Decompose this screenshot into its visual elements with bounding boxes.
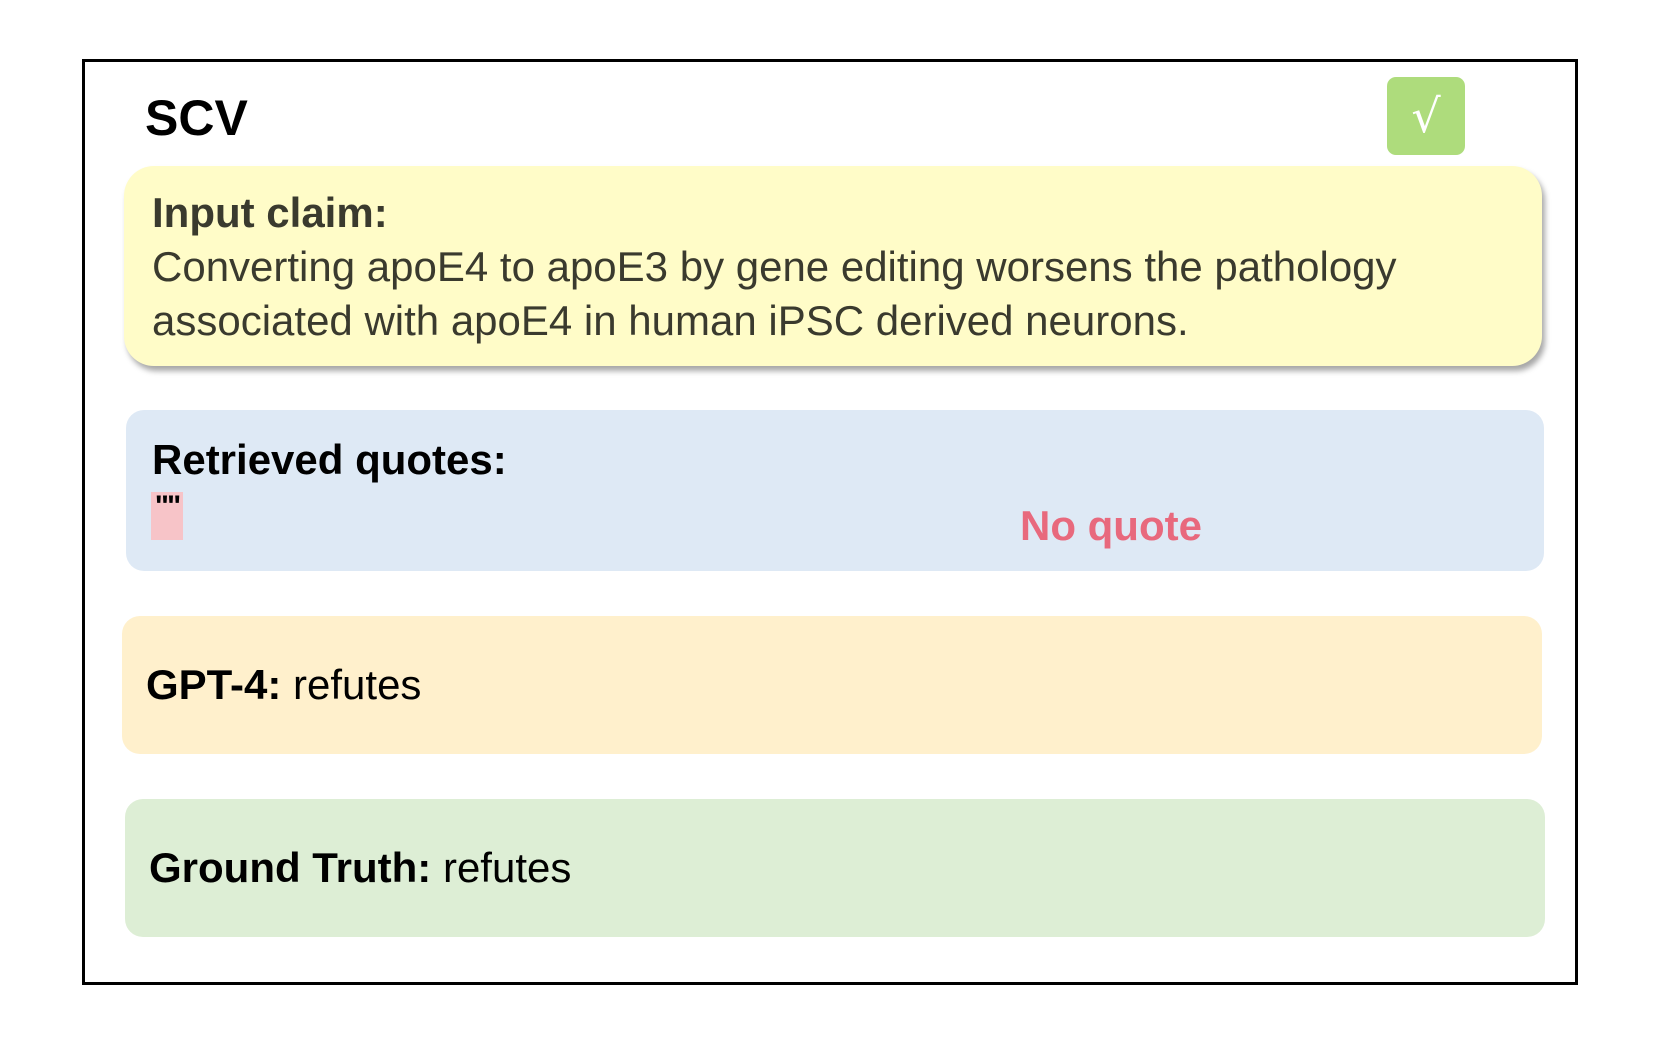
figure-title: SCV: [145, 90, 248, 146]
check-icon: √: [1387, 77, 1465, 155]
gpt4-value: refutes: [293, 661, 422, 708]
no-quote-annotation: No quote: [1020, 502, 1202, 549]
input-claim-text: Converting apoE4 to apoE3 by gene editin…: [152, 243, 1397, 344]
ground-truth-box: Ground Truth: refutes: [125, 799, 1545, 937]
gpt4-prediction: GPT-4: refutes: [146, 659, 421, 711]
gpt4-prediction-box: GPT-4: refutes: [122, 616, 1542, 754]
retrieved-quotes-label: Retrieved quotes:: [152, 436, 507, 483]
ground-truth-label: Ground Truth:: [149, 844, 432, 891]
empty-quote-marker: "": [151, 492, 183, 540]
input-claim-label: Input claim:: [152, 189, 388, 236]
ground-truth: Ground Truth: refutes: [149, 842, 571, 894]
gpt4-label: GPT-4:: [146, 661, 282, 708]
ground-truth-value: refutes: [442, 844, 572, 891]
retrieved-quotes-box: Retrieved quotes: "" No quote: [126, 410, 1544, 571]
input-claim-box: Input claim: Converting apoE4 to apoE3 b…: [124, 166, 1542, 366]
